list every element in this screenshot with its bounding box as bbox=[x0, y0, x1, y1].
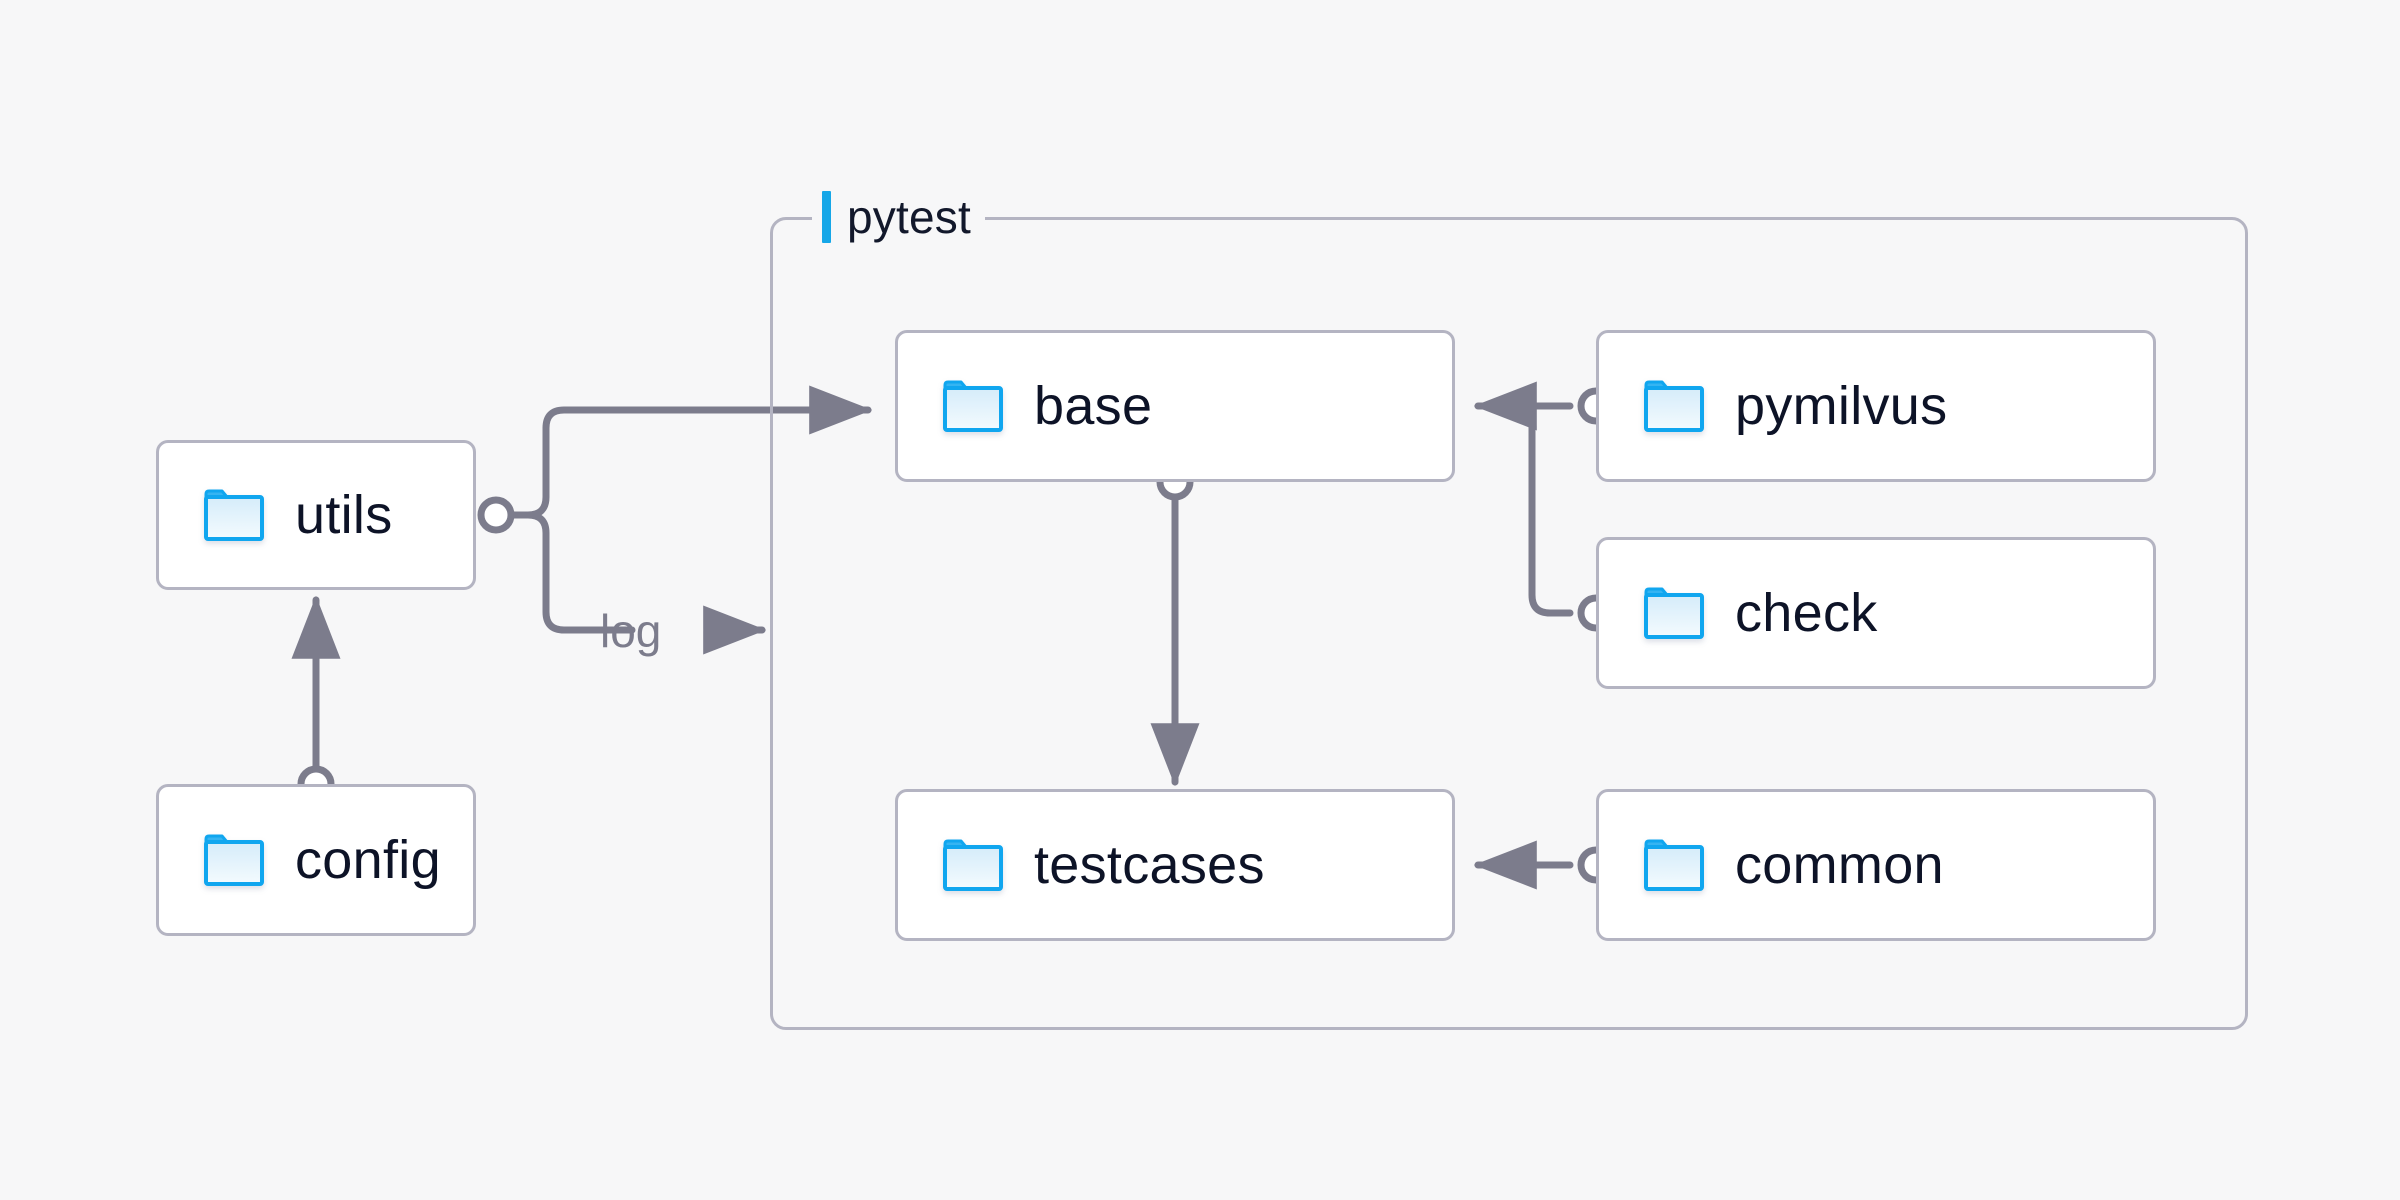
group-label-pytest: pytest bbox=[812, 188, 985, 246]
node-testcases[interactable]: testcases bbox=[895, 789, 1455, 941]
folder-icon bbox=[204, 834, 264, 886]
node-check[interactable]: check bbox=[1596, 537, 2156, 689]
node-pymilvus[interactable]: pymilvus bbox=[1596, 330, 2156, 482]
folder-icon bbox=[943, 380, 1003, 432]
edge-label-log: log bbox=[600, 605, 662, 657]
folder-icon bbox=[943, 839, 1003, 891]
node-common[interactable]: common bbox=[1596, 789, 2156, 941]
node-config[interactable]: config bbox=[156, 784, 476, 936]
folder-icon bbox=[1644, 587, 1704, 639]
group-title: pytest bbox=[847, 191, 971, 243]
accent-bar-icon bbox=[822, 191, 831, 243]
node-base[interactable]: base bbox=[895, 330, 1455, 482]
node-utils[interactable]: utils bbox=[156, 440, 476, 590]
node-label: utils bbox=[295, 485, 393, 545]
node-label: config bbox=[295, 830, 441, 890]
port-dot-utils-right[interactable] bbox=[477, 496, 515, 534]
folder-icon bbox=[1644, 380, 1704, 432]
folder-icon bbox=[204, 489, 264, 541]
node-label: check bbox=[1735, 583, 1878, 643]
group-container-pytest[interactable] bbox=[770, 217, 2248, 1030]
node-label: common bbox=[1735, 835, 1944, 895]
node-label: pymilvus bbox=[1735, 376, 1948, 436]
folder-icon bbox=[1644, 839, 1704, 891]
node-label: base bbox=[1034, 376, 1153, 436]
node-label: testcases bbox=[1034, 835, 1265, 895]
